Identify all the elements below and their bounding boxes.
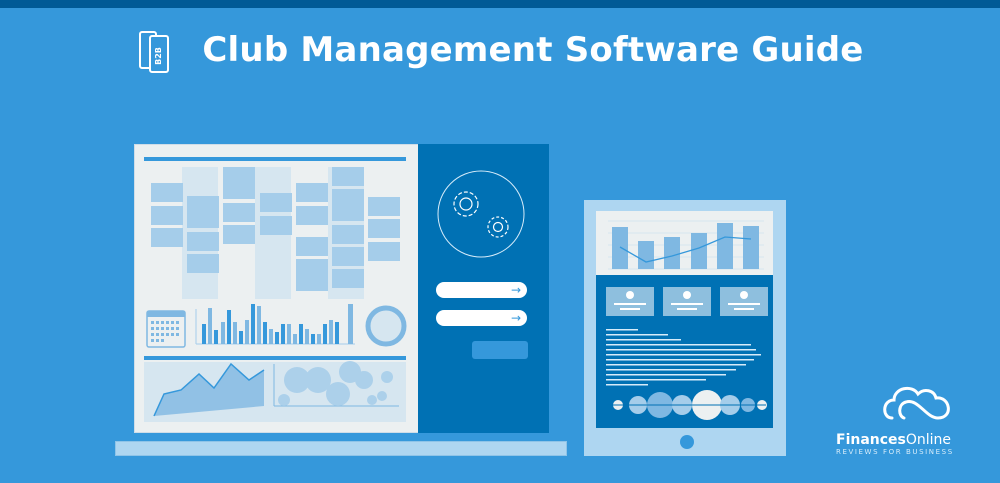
b2b-books-icon: B2B bbox=[139, 31, 170, 73]
svg-text:B2B: B2B bbox=[154, 47, 163, 65]
login-input-1[interactable]: → bbox=[436, 282, 527, 298]
brand-tagline: REVIEWS FOR BUSINESS bbox=[836, 448, 954, 456]
tablet-home-button bbox=[680, 435, 694, 449]
page-header: B2B Club Management Software Guide bbox=[0, 20, 1000, 80]
gears-icon bbox=[437, 170, 525, 258]
submit-button[interactable] bbox=[472, 341, 528, 359]
page-title: Club Management Software Guide bbox=[202, 30, 864, 70]
top-bar bbox=[0, 0, 1000, 8]
arrow-right-icon: → bbox=[510, 283, 521, 297]
login-input-2[interactable]: → bbox=[436, 310, 527, 326]
arrow-right-icon: → bbox=[510, 311, 521, 325]
brand-name: FinancesOnline bbox=[836, 432, 952, 448]
laptop-base bbox=[115, 441, 567, 456]
dashboard-graphics bbox=[144, 157, 407, 422]
cloud-icon bbox=[883, 386, 950, 420]
brand-logo: FinancesOnline REVIEWS FOR BUSINESS bbox=[836, 432, 996, 456]
tablet-graphics bbox=[606, 220, 768, 420]
